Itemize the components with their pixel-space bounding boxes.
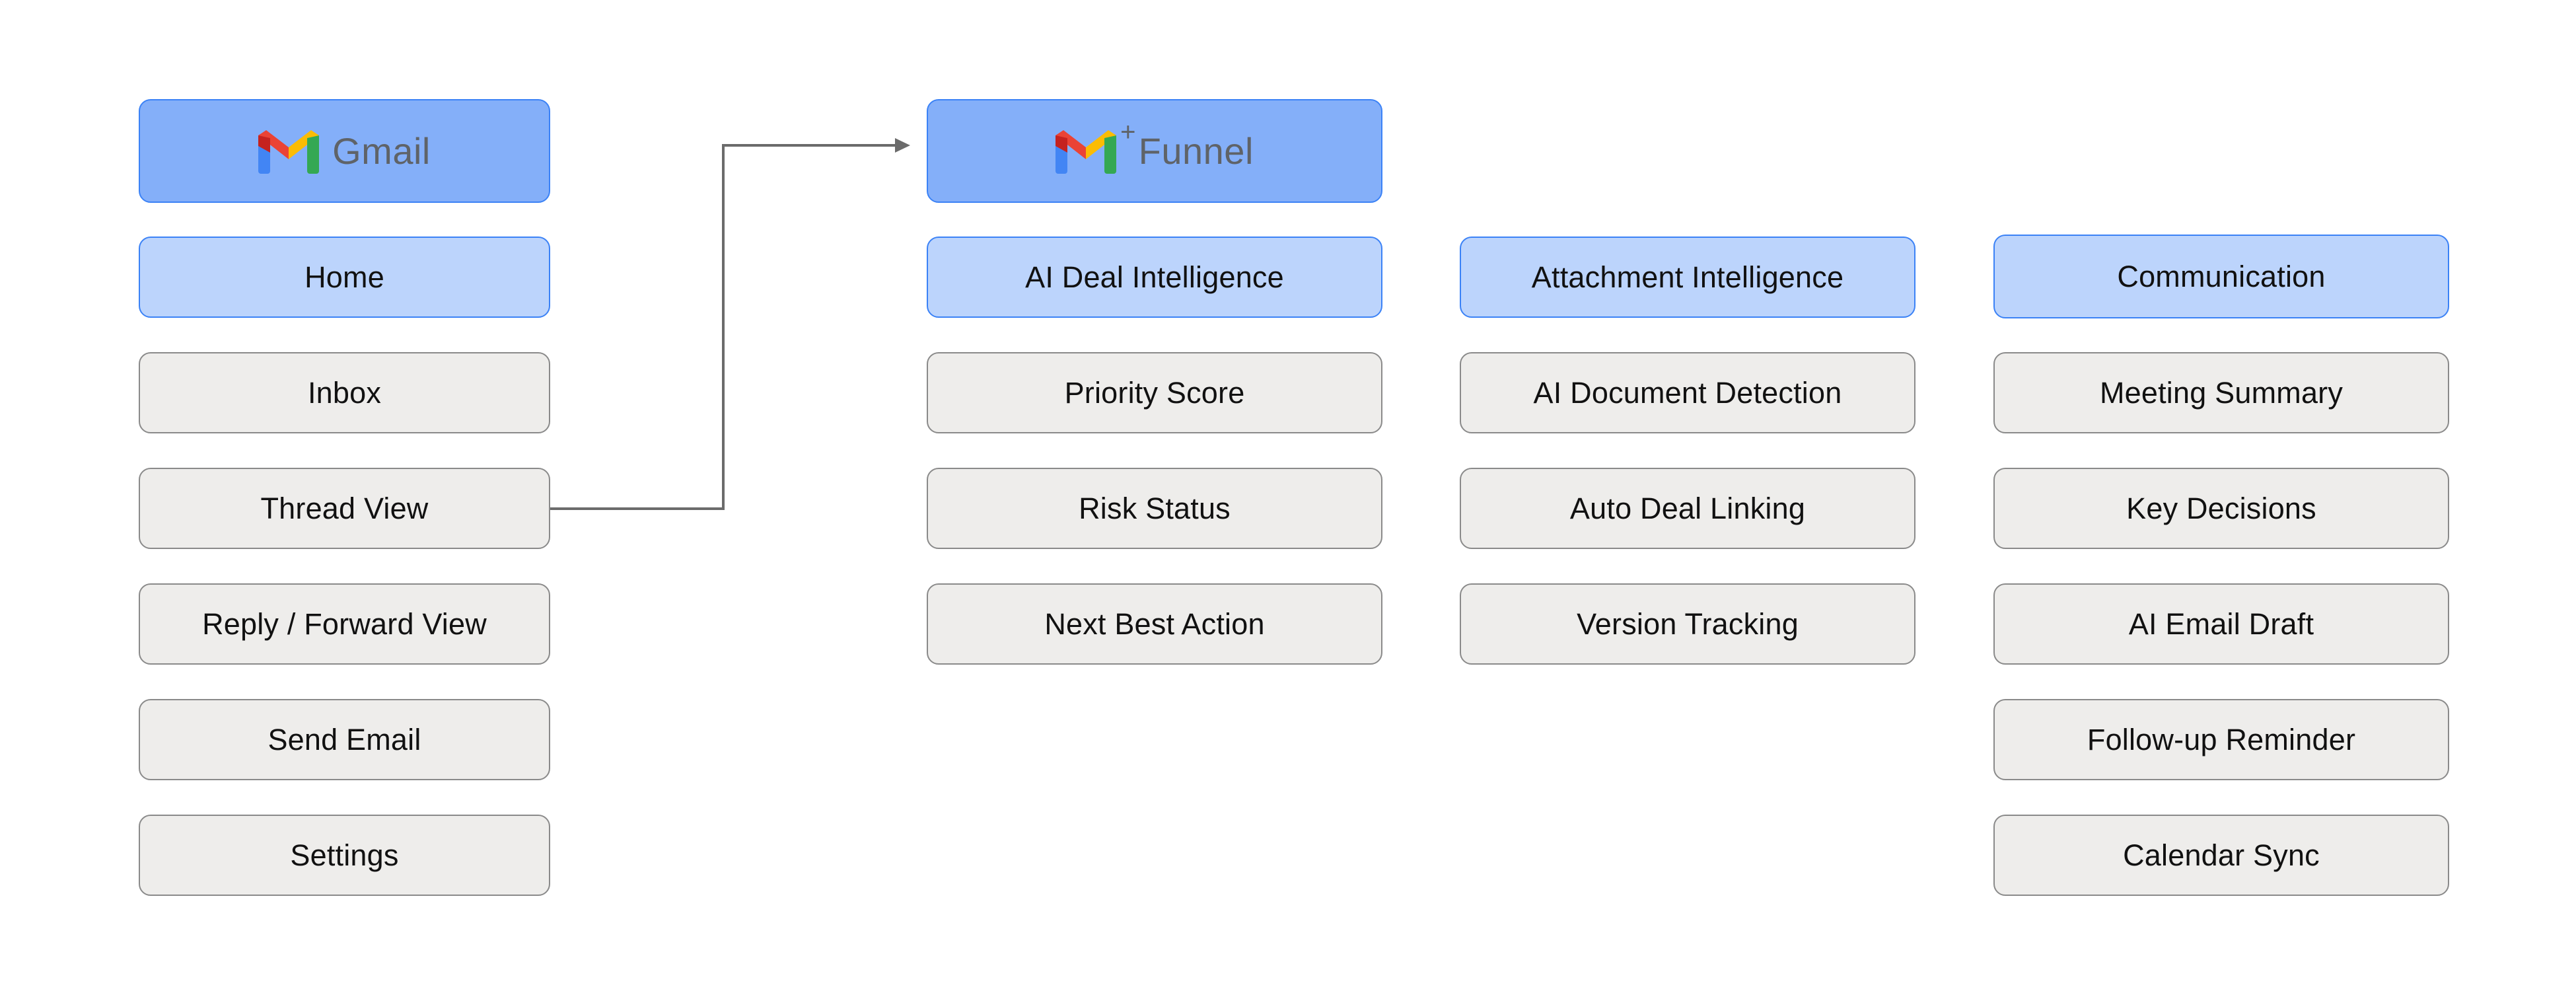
attachment-item-auto-deal-linking[interactable]: Auto Deal Linking xyxy=(1460,468,1915,549)
gmail-header: Gmail xyxy=(139,99,550,203)
deal-item-priority-score[interactable]: Priority Score xyxy=(927,352,1382,433)
attachment-item-version-tracking[interactable]: Version Tracking xyxy=(1460,583,1915,665)
deal-intelligence-title[interactable]: AI Deal Intelligence xyxy=(927,237,1382,318)
attachment-item-ai-document-detection[interactable]: AI Document Detection xyxy=(1460,352,1915,433)
communication-item-key-decisions[interactable]: Key Decisions xyxy=(1993,468,2449,549)
gmail-m-logo-icon xyxy=(1055,129,1117,174)
communication-item-ai-email-draft[interactable]: AI Email Draft xyxy=(1993,583,2449,665)
deal-item-next-best-action[interactable]: Next Best Action xyxy=(927,583,1382,665)
gmail-item-settings[interactable]: Settings xyxy=(139,815,550,896)
gmail-brand: Gmail xyxy=(258,129,431,174)
gmail-item-home[interactable]: Home xyxy=(139,237,550,318)
funnel-header-label: Funnel xyxy=(1138,130,1254,172)
deal-item-risk-status[interactable]: Risk Status xyxy=(927,468,1382,549)
gmail-item-thread-view[interactable]: Thread View xyxy=(139,468,550,549)
attachment-intelligence-title[interactable]: Attachment Intelligence xyxy=(1460,237,1915,318)
gmail-header-label: Gmail xyxy=(332,130,431,172)
gmail-item-send-email[interactable]: Send Email xyxy=(139,699,550,780)
communication-title[interactable]: Communication xyxy=(1993,235,2449,318)
communication-item-meeting-summary[interactable]: Meeting Summary xyxy=(1993,352,2449,433)
gmail-m-logo-icon xyxy=(258,129,320,174)
funnel-header: + Funnel xyxy=(927,99,1382,203)
funnel-brand: + Funnel xyxy=(1055,118,1254,174)
funnel-plus-sign: + xyxy=(1120,118,1136,147)
communication-item-follow-up-reminder[interactable]: Follow-up Reminder xyxy=(1993,699,2449,780)
gmail-item-inbox[interactable]: Inbox xyxy=(139,352,550,433)
gmail-item-reply-forward-view[interactable]: Reply / Forward View xyxy=(139,583,550,665)
arrow-head-icon xyxy=(895,138,910,153)
communication-item-calendar-sync[interactable]: Calendar Sync xyxy=(1993,815,2449,896)
connector-line xyxy=(550,144,900,510)
